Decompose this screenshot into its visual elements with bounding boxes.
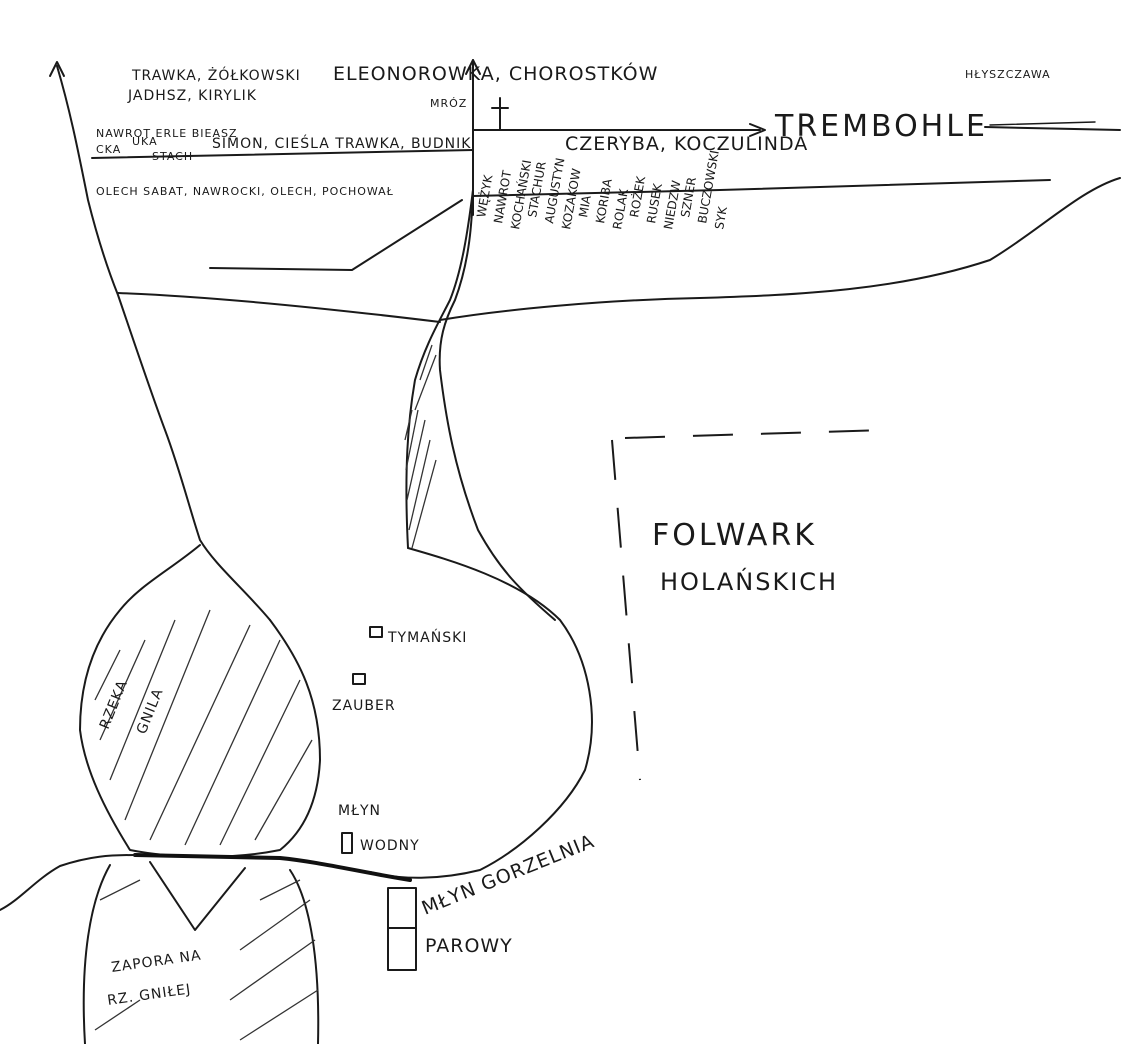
dam-line <box>133 853 412 882</box>
label-trembowla: TREMBOHLE <box>774 109 988 144</box>
label-row-simon: SIMON, CIEŚLA TRAWKA, BUDNIK <box>212 134 471 152</box>
north-arrow-icon <box>49 61 65 77</box>
label-mill-water-line1: MŁYN <box>338 803 381 819</box>
pond-outline <box>369 547 593 879</box>
main-road-east <box>438 189 556 621</box>
right-boundary <box>439 177 1121 321</box>
steam-mill-building <box>387 887 417 971</box>
label-folwark-line1: FOLWARK <box>652 518 817 553</box>
road-trembowla-arrow <box>749 123 766 137</box>
label-distillery: MŁYN GORZELNIA <box>419 830 598 919</box>
label-jadhsz: JADHSZ, KIRYLIK <box>127 88 257 104</box>
folwark-boundary-left <box>611 439 641 781</box>
folwark-boundary-top <box>624 429 886 439</box>
label-hlyszczawa: HŁYSZCZAWA <box>965 68 1051 81</box>
south-line <box>117 292 441 323</box>
street-line-east <box>472 179 1051 197</box>
mill-icon <box>341 832 353 854</box>
label-dam-line2: RZ. GNIŁEJ <box>106 981 192 1009</box>
label-row-nawrot: NAWROT ERLE BIEASZ <box>96 127 238 140</box>
river-west-outflow <box>0 854 136 911</box>
label-mroz: MRÓZ <box>430 97 467 110</box>
road-trembowla-far <box>984 126 1121 131</box>
road-trembowla-far-2 <box>989 121 1096 126</box>
label-dam-line1: ZAPORA NA <box>110 947 202 975</box>
label-row-stach: STACH <box>152 150 193 163</box>
label-row-uka: UKA <box>132 135 158 148</box>
label-families-top: TRAWKA, ŻÓŁKOWSKI <box>131 66 301 84</box>
vertical-house-name: MIA <box>576 194 594 219</box>
main-road-west <box>405 189 474 549</box>
house-icon <box>352 673 366 685</box>
vertical-house-name: SZNER <box>678 176 699 219</box>
label-row-olech: OLECH SABAT, NAWROCKI, OLECH, POCHOWAŁ <box>96 185 394 198</box>
label-steam: PAROWY <box>425 935 513 957</box>
river-outline <box>79 544 321 858</box>
field-road-west <box>209 199 463 271</box>
label-row-cka: CKA <box>96 143 121 156</box>
label-folwark-line2: HOLAŃSKICH <box>660 567 838 596</box>
label-zauber: ZAUBER <box>332 698 396 714</box>
street-arrow-icon <box>465 59 481 75</box>
cross-icon <box>491 97 509 131</box>
orchard-hatch <box>404 344 437 549</box>
left-boundary <box>56 65 271 621</box>
dam-weir <box>149 861 246 931</box>
label-czeryba: CZERYBA, KOCZULINDA <box>565 133 808 155</box>
street-line-row-1 <box>91 149 474 159</box>
river-hatch <box>94 609 313 846</box>
house-icon <box>369 626 383 638</box>
label-eleonorowka: ELEONOROWKA, CHOROSTKÓW <box>333 61 658 85</box>
vertical-house-names: WĘŻYKNAWROTKOCHAŃSKISTACHURAUGUSTYNKOZAK… <box>473 149 730 230</box>
vertical-house-name: ROŻEK <box>626 174 648 219</box>
dam-hatch <box>94 879 319 1041</box>
vertical-house-name: SYK <box>712 205 730 231</box>
label-mill-water-line2: WODNY <box>360 838 420 854</box>
label-tymanski: TYMAŃSKI <box>387 628 467 646</box>
